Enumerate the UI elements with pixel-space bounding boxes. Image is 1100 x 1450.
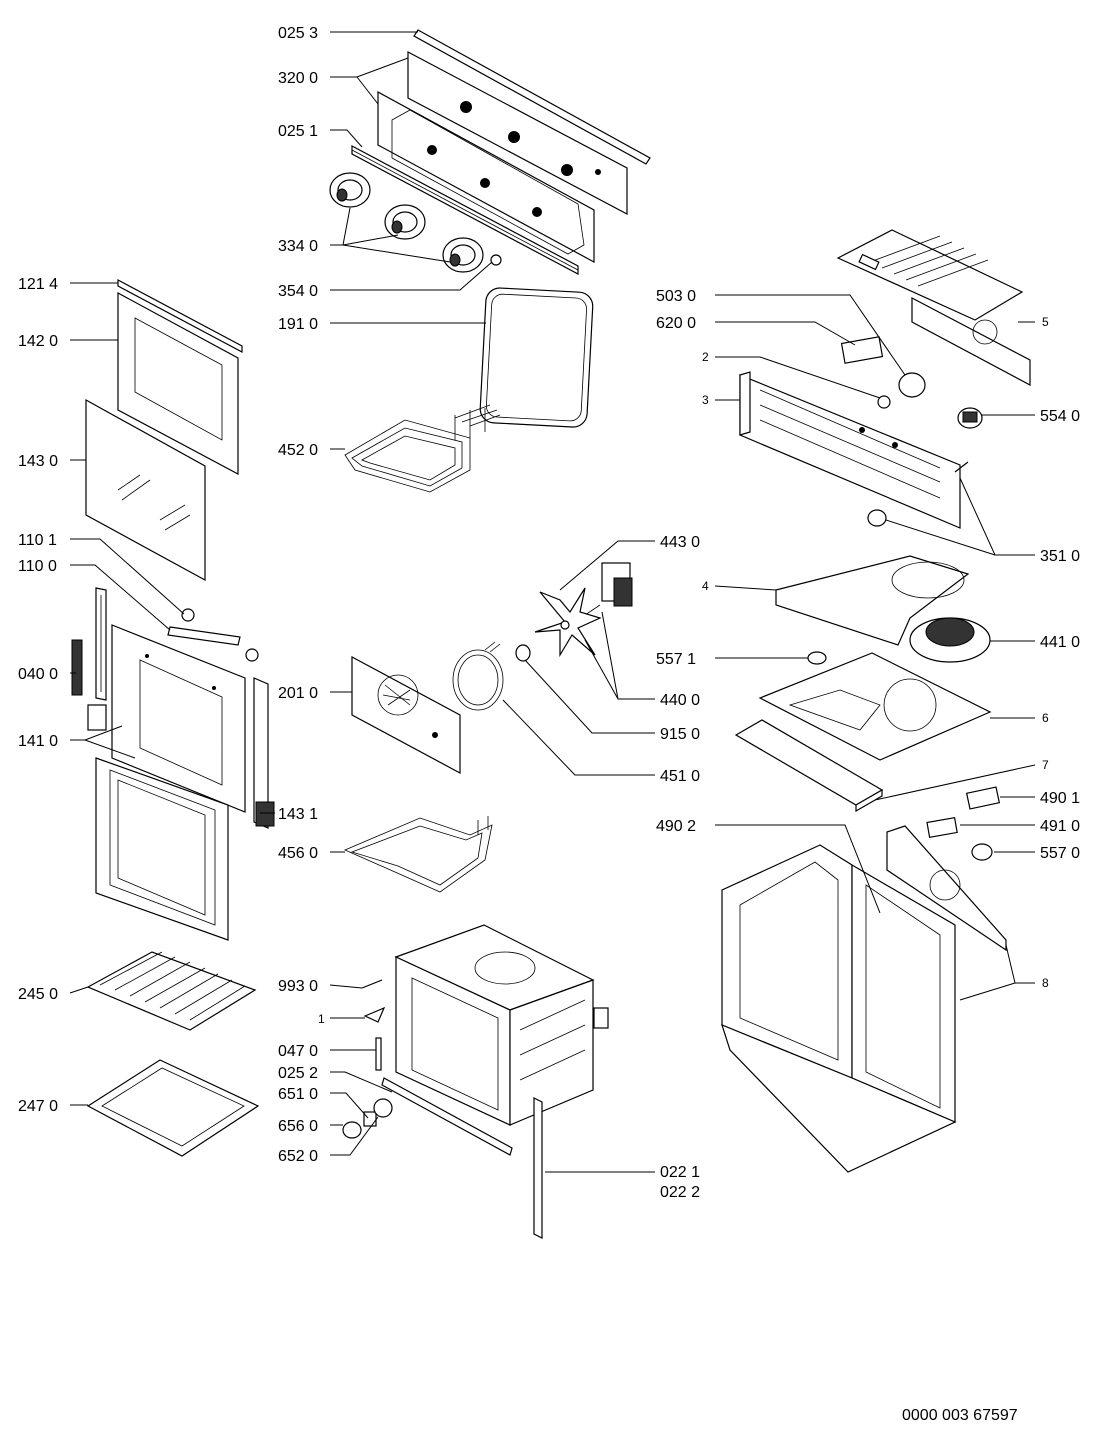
insulation-plate-part bbox=[758, 652, 992, 761]
label-491-0: 491 0 bbox=[1040, 818, 1080, 835]
label-5: 5 bbox=[1042, 315, 1049, 329]
door-handle-part bbox=[167, 608, 259, 662]
door-hinge-left-part bbox=[71, 587, 107, 731]
bottom-plate-part bbox=[734, 719, 884, 813]
side-rail-part bbox=[533, 1097, 543, 1239]
label-503-0: 503 0 bbox=[656, 288, 696, 305]
control-frame-part bbox=[739, 371, 961, 529]
terminal-block-part bbox=[926, 816, 958, 839]
door-inner-glass-part bbox=[85, 398, 206, 582]
label-557-0: 557 0 bbox=[1040, 845, 1080, 862]
label-047-0: 047 0 bbox=[278, 1043, 318, 1060]
thermal-fuse-part bbox=[807, 651, 827, 665]
label-490-1: 490 1 bbox=[1040, 790, 1080, 807]
label-351-0: 351 0 bbox=[1040, 548, 1080, 565]
label-334-0: 334 0 bbox=[278, 238, 318, 255]
clip-part bbox=[363, 1006, 386, 1023]
fan-cover-part bbox=[351, 655, 461, 775]
baking-tray-part bbox=[86, 1059, 260, 1157]
wire-shelf-part bbox=[86, 951, 257, 1031]
label-110-0: 110 0 bbox=[18, 558, 57, 575]
label-915-0: 915 0 bbox=[660, 726, 700, 743]
label-245-0: 245 0 bbox=[18, 986, 58, 1003]
pressure-switch-part bbox=[957, 407, 983, 429]
label-441-0: 441 0 bbox=[1040, 634, 1080, 651]
part-labels: 025 3 320 0 025 1 334 0 354 0 191 0 452 … bbox=[18, 25, 1080, 1201]
leader-lines bbox=[69, 31, 1036, 1173]
outer-casing-part bbox=[721, 844, 957, 1173]
label-247-0: 247 0 bbox=[18, 1098, 58, 1115]
label-320-0: 320 0 bbox=[278, 70, 318, 87]
connector-490-1-part bbox=[965, 786, 1001, 810]
label-022-1: 022 1 bbox=[660, 1164, 700, 1181]
fan-nut-part bbox=[515, 644, 531, 662]
label-025-1: 025 1 bbox=[278, 123, 318, 140]
label-110-1: 110 1 bbox=[18, 532, 57, 549]
lamp-holder-part bbox=[867, 461, 969, 527]
label-354-0: 354 0 bbox=[278, 283, 318, 300]
label-443-0: 443 0 bbox=[660, 534, 700, 551]
thermostat-knob-part bbox=[898, 372, 926, 398]
indicator-lamp-part bbox=[490, 254, 502, 266]
label-201-0: 201 0 bbox=[278, 685, 318, 702]
label-993-0: 993 0 bbox=[278, 978, 318, 995]
label-456-0: 456 0 bbox=[278, 845, 318, 862]
timer-knob-part bbox=[342, 1098, 393, 1139]
label-4: 4 bbox=[702, 579, 709, 593]
fan-duct-part bbox=[775, 555, 970, 646]
label-557-1: 557 1 bbox=[656, 651, 696, 668]
label-620-0: 620 0 bbox=[656, 315, 696, 332]
door-outer-panel-part bbox=[95, 757, 229, 941]
label-141-0: 141 0 bbox=[18, 733, 58, 750]
label-025-2: 025 2 bbox=[278, 1065, 318, 1082]
door-inner-panel-part bbox=[111, 624, 246, 813]
label-7: 7 bbox=[1042, 758, 1049, 772]
fan-blade-part bbox=[534, 587, 602, 658]
label-452-0: 452 0 bbox=[278, 442, 318, 459]
label-451-0: 451 0 bbox=[660, 768, 700, 785]
rail-part bbox=[375, 1037, 382, 1071]
thermostat-557-0-part bbox=[971, 843, 993, 861]
label-1: 1 bbox=[318, 1012, 325, 1026]
label-440-0: 440 0 bbox=[660, 692, 700, 709]
label-2: 2 bbox=[702, 350, 709, 364]
front-bar-part bbox=[381, 1077, 513, 1156]
label-022-2: 022 2 bbox=[660, 1184, 700, 1201]
label-121-4: 121 4 bbox=[18, 276, 58, 293]
circular-element-part bbox=[452, 641, 504, 711]
bottom-element-part bbox=[343, 816, 493, 893]
label-191-0: 191 0 bbox=[278, 316, 318, 333]
label-040-0: 040 0 bbox=[18, 666, 58, 683]
label-651-0: 651 0 bbox=[278, 1086, 318, 1103]
oven-cavity-part bbox=[394, 924, 609, 1126]
small-screw-part bbox=[361, 979, 383, 989]
label-142-0: 142 0 bbox=[18, 333, 58, 350]
door-outer-glass-part bbox=[117, 291, 239, 475]
drawing-code: 0000 003 67597 bbox=[902, 1407, 1018, 1424]
top-cover-part bbox=[836, 229, 1031, 387]
small-lamp-part bbox=[877, 395, 891, 409]
label-490-2: 490 2 bbox=[656, 818, 696, 835]
label-6: 6 bbox=[1042, 711, 1049, 725]
label-143-0: 143 0 bbox=[18, 453, 58, 470]
door-gasket-part bbox=[479, 287, 594, 428]
control-knobs-part bbox=[329, 172, 484, 273]
control-panel-front-part bbox=[407, 51, 628, 215]
control-panel-back-part bbox=[377, 90, 595, 264]
door-hinge-right-part bbox=[253, 677, 275, 829]
door-top-profile-part bbox=[117, 279, 243, 353]
label-554-0: 554 0 bbox=[1040, 408, 1080, 425]
label-652-0: 652 0 bbox=[278, 1148, 318, 1165]
tangential-fan-part bbox=[909, 617, 991, 663]
control-panel-bracket-part bbox=[351, 145, 579, 275]
label-3: 3 bbox=[702, 393, 709, 407]
label-143-1: 143 1 bbox=[278, 806, 318, 823]
fan-motor-part bbox=[584, 562, 633, 616]
label-025-3: 025 3 bbox=[278, 25, 318, 42]
label-656-0: 656 0 bbox=[278, 1118, 318, 1135]
label-8: 8 bbox=[1042, 976, 1049, 990]
control-panel-trim-part bbox=[413, 29, 651, 165]
grill-element-part bbox=[344, 404, 501, 493]
